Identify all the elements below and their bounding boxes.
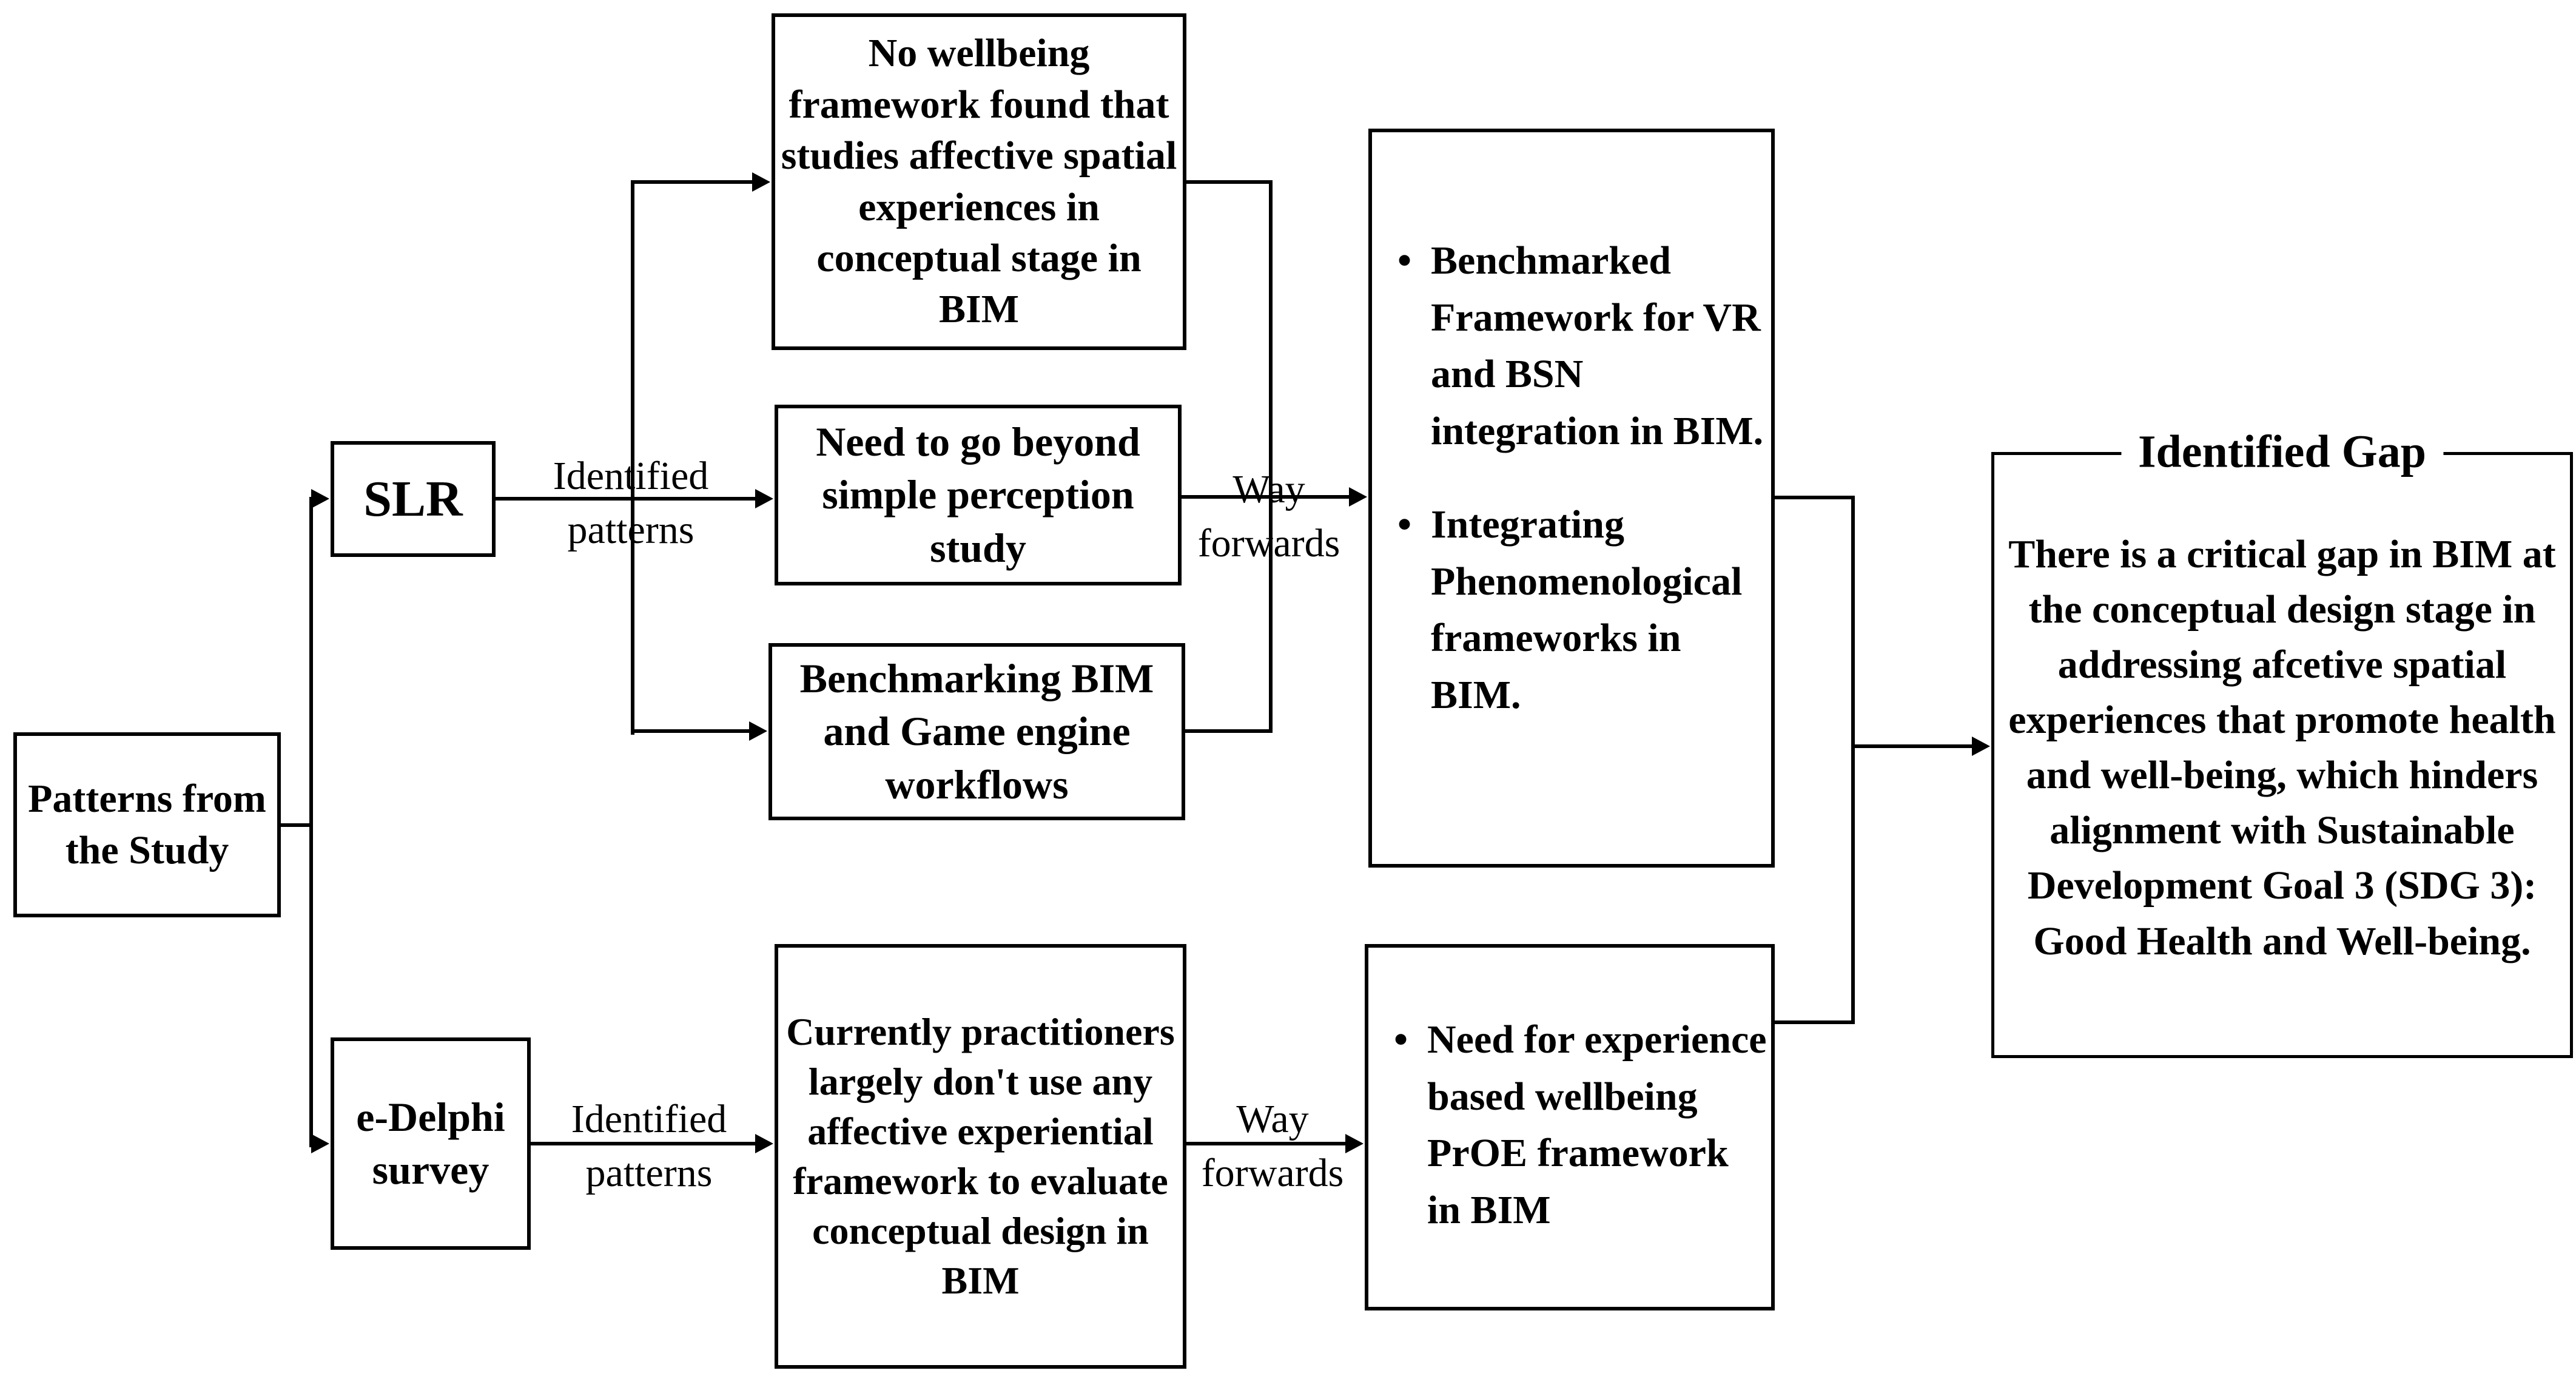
identified-gap-title: Identified Gap [2120, 422, 2444, 482]
bullet-dot-icon [1397, 232, 1431, 289]
benchmarking-workflows-box: Benchmarking BIM and Game engine workflo… [768, 643, 1185, 820]
connector-slr-split-vertical [631, 180, 634, 735]
beyond-perception-box: Need to go beyond simple perception stud… [775, 405, 1182, 585]
arrowhead-into-edelphi [311, 1134, 329, 1153]
bullet-dot-icon [1394, 1011, 1427, 1068]
arrowhead-into-slr [311, 489, 329, 508]
arrowhead-into-beyond-perception [755, 489, 773, 508]
arrowhead-into-practitioners [755, 1134, 773, 1153]
connector-patterns-split-vertical [309, 497, 313, 1147]
arrowhead-into-edelphi-wayforwards [1345, 1134, 1364, 1153]
practitioners-text: Currently practitioners largely don't us… [786, 1010, 1175, 1302]
connector-converge-vertical [1269, 180, 1273, 733]
no-wellbeing-framework-box: No wellbeing framework found that studie… [772, 13, 1186, 350]
bullet-text-proe: Need for experience based wellbeing PrOE… [1427, 1017, 1767, 1233]
connector-topbox-converge [1186, 180, 1271, 184]
identified-gap-box: Identified Gap There is a critical gap i… [1991, 422, 2573, 1058]
patterns-from-study-box: Patterns from the Study [13, 732, 281, 917]
connector-patterns-exit [281, 823, 312, 827]
connector-bullets1-exit [1775, 496, 1854, 499]
slr-wayforwards-bullet-list: Benchmarked Framework for VR and BSN int… [1372, 132, 1771, 724]
bullet-item: Integrating Phenomenological frameworks … [1397, 496, 1770, 724]
slr-box: SLR [331, 441, 496, 557]
connector-slr-exit [496, 497, 633, 501]
connector-branch-mid [633, 497, 756, 501]
connector-branch-bottom [631, 729, 750, 733]
edelphi-survey-box: e-Delphi survey [331, 1037, 531, 1250]
identified-patterns-label-bottom: Identified patterns [571, 1097, 727, 1196]
edelphi-survey-label: e-Delphi survey [356, 1093, 505, 1193]
connector-benchbox-converge [1185, 729, 1271, 733]
arrowhead-into-no-wellbeing [752, 172, 770, 192]
connector-bullets2-exit [1775, 1020, 1854, 1024]
beyond-perception-text: Need to go beyond simple perception stud… [816, 419, 1140, 571]
bullet-item: Benchmarked Framework for VR and BSN int… [1397, 232, 1770, 460]
connector-branch-top [631, 180, 753, 184]
slr-label: SLR [363, 470, 463, 527]
connector-to-gap [1851, 744, 1973, 748]
identified-gap-text: There is a critical gap in BIM at the co… [2008, 532, 2556, 963]
way-forwards-label-bottom: Way forwards [1201, 1097, 1344, 1196]
benchmarking-workflows-text: Benchmarking BIM and Game engine workflo… [799, 655, 1154, 808]
connector-edelphi-exit [529, 1142, 756, 1145]
bullet-dot-icon [1397, 496, 1431, 553]
connector-wayforwards-top [1182, 495, 1350, 499]
arrowhead-into-slr-wayforwards [1349, 487, 1367, 507]
arrowhead-into-benchmarking [749, 721, 767, 741]
bullet-text-phenomenological: Integrating Phenomenological frameworks … [1431, 502, 1743, 718]
edelphi-wayforwards-bullets-box: Need for experience based wellbeing PrOE… [1365, 944, 1775, 1310]
connector-wayforwards-bottom [1186, 1142, 1347, 1145]
slr-wayforwards-bullets-box: Benchmarked Framework for VR and BSN int… [1368, 129, 1775, 868]
arrowhead-into-gap [1972, 737, 1990, 756]
practitioners-box: Currently practitioners largely don't us… [775, 944, 1186, 1369]
no-wellbeing-framework-text: No wellbeing framework found that studie… [781, 31, 1177, 332]
way-forwards-label-top: Way forwards [1197, 467, 1340, 566]
bullet-text-benchmarked: Benchmarked Framework for VR and BSN int… [1431, 238, 1764, 454]
connector-right-vertical [1851, 496, 1855, 1024]
edelphi-wayforwards-bullet-list: Need for experience based wellbeing PrOE… [1368, 948, 1771, 1239]
patterns-from-study-label: Patterns from the Study [28, 777, 266, 872]
identified-patterns-label-top: Identified patterns [553, 454, 709, 553]
bullet-item: Need for experience based wellbeing PrOE… [1394, 1011, 1770, 1239]
